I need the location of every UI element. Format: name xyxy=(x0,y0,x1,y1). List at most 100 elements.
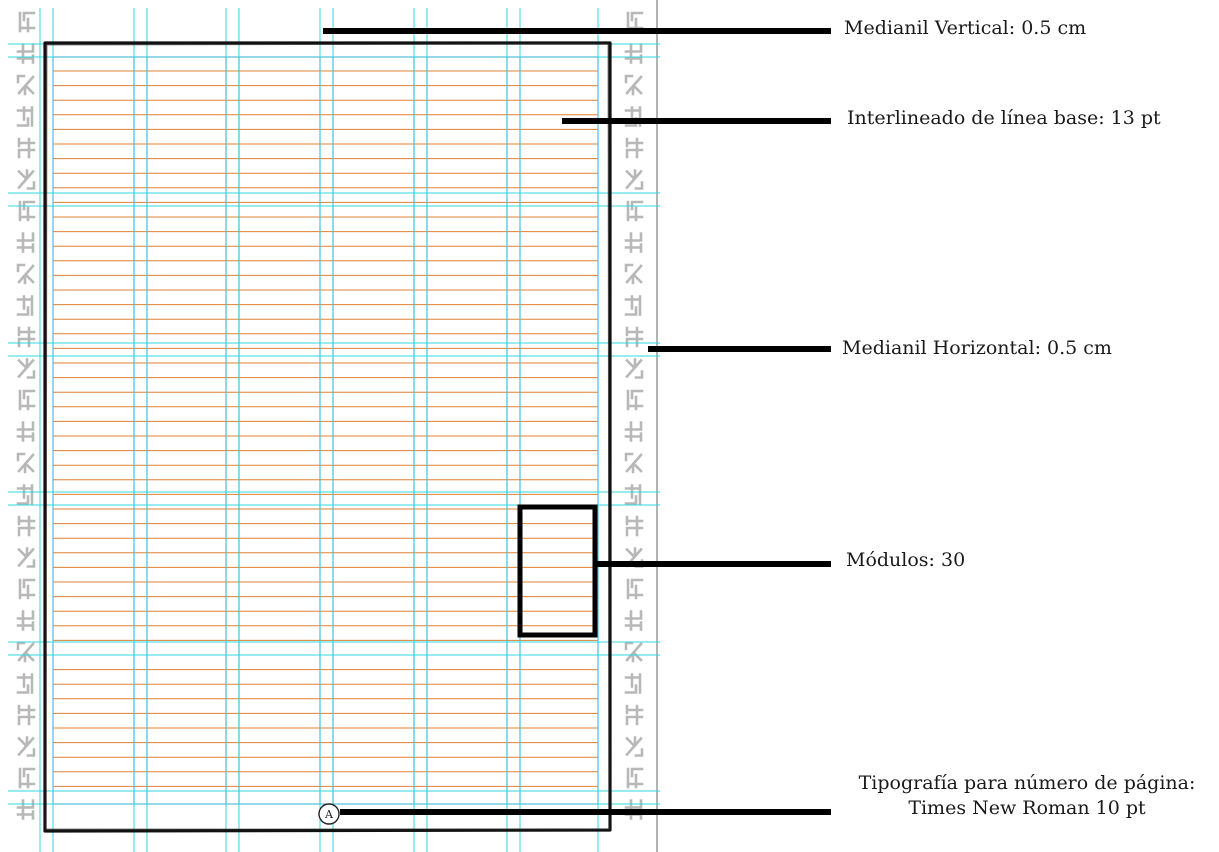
pattern-glyph-stroke xyxy=(16,673,34,694)
pattern-glyph xyxy=(16,106,34,127)
pattern-glyph-stroke xyxy=(624,232,643,253)
pattern-glyph xyxy=(17,736,36,757)
pattern-glyph xyxy=(16,43,35,64)
label-page-number-font: Tipografía para número de página: Times … xyxy=(841,771,1213,821)
pattern-glyph xyxy=(626,389,644,411)
pattern-glyph-stroke xyxy=(16,232,35,253)
pattern-glyph xyxy=(16,232,35,253)
pattern-glyph xyxy=(16,295,34,316)
pattern-glyph xyxy=(17,515,36,537)
pattern-glyph-stroke xyxy=(625,515,644,537)
pattern-glyph-stroke xyxy=(16,452,35,474)
label-page-number-font-line2: Times New Roman 10 pt xyxy=(908,797,1146,820)
pattern-glyph-stroke xyxy=(624,295,642,316)
pattern-glyph-stroke xyxy=(625,358,644,379)
pattern-glyph xyxy=(18,200,36,222)
pattern-glyph-stroke xyxy=(624,673,642,694)
pattern-glyph xyxy=(17,326,36,348)
pattern-glyph xyxy=(625,137,644,159)
pattern-glyph xyxy=(624,484,642,505)
pattern-glyph xyxy=(624,295,642,316)
label-vertical-gutter: Medianil Vertical: 0.5 cm xyxy=(844,17,1087,39)
pattern-glyph-stroke xyxy=(624,106,642,127)
pattern-glyph-stroke xyxy=(16,74,35,96)
pattern-glyph xyxy=(624,641,643,663)
pattern-glyph-stroke xyxy=(17,515,36,537)
pattern-glyph-stroke xyxy=(626,200,644,222)
pattern-glyph xyxy=(16,673,34,694)
horizontal-ruler-guides xyxy=(8,43,660,805)
module-highlight-box xyxy=(517,504,598,638)
pattern-glyph-stroke xyxy=(625,326,644,348)
pattern-glyph xyxy=(17,547,36,568)
pattern-glyph-stroke xyxy=(18,200,36,222)
pattern-glyph-stroke xyxy=(626,389,644,411)
page-border-sketch xyxy=(45,43,610,830)
pattern-glyph xyxy=(17,169,36,190)
column-guides xyxy=(133,57,521,804)
pattern-glyph-stroke xyxy=(624,641,643,663)
label-baseline-leading: Interlineado de línea base: 13 pt xyxy=(847,107,1161,129)
pattern-glyph-stroke xyxy=(16,610,35,631)
pattern-glyph xyxy=(625,547,644,568)
pattern-glyph-stroke xyxy=(18,767,36,789)
pattern-glyph xyxy=(624,74,643,96)
pattern-glyph-stroke xyxy=(16,106,34,127)
pattern-glyph-stroke xyxy=(17,547,36,568)
pattern-glyph-stroke xyxy=(16,263,35,285)
pattern-glyph xyxy=(17,358,36,379)
pattern-glyph xyxy=(625,515,644,537)
pattern-glyph-stroke xyxy=(16,421,35,442)
pattern-glyph xyxy=(625,358,644,379)
label-modules: Módulos: 30 xyxy=(846,549,966,571)
pattern-glyph xyxy=(626,767,644,789)
pattern-glyph xyxy=(624,263,643,285)
pattern-glyph-stroke xyxy=(16,484,34,505)
page-number-marker-letter: A xyxy=(324,808,334,821)
pattern-glyph-stroke xyxy=(625,169,644,190)
pattern-glyph xyxy=(624,232,643,253)
pattern-glyph-stroke xyxy=(17,169,36,190)
vertical-ruler-guides xyxy=(39,8,599,852)
pattern-glyph-stroke xyxy=(625,137,644,159)
pattern-glyph xyxy=(624,610,643,631)
pattern-glyph xyxy=(626,578,644,600)
pattern-glyph xyxy=(625,704,644,726)
label-page-number-font-line1: Tipografía para número de página: xyxy=(858,772,1196,794)
pattern-glyph-stroke xyxy=(624,263,643,285)
pattern-glyph xyxy=(16,610,35,631)
pattern-glyph-stroke xyxy=(624,484,642,505)
pattern-glyph xyxy=(16,641,35,663)
pattern-glyph xyxy=(18,389,36,411)
pattern-glyph xyxy=(16,484,34,505)
pattern-glyph xyxy=(18,767,36,789)
pattern-glyph xyxy=(624,673,642,694)
pattern-glyph xyxy=(16,74,35,96)
pattern-glyph xyxy=(624,43,643,64)
pattern-glyph-stroke xyxy=(17,736,36,757)
pattern-glyph-stroke xyxy=(16,641,35,663)
pattern-glyph-stroke xyxy=(625,736,644,757)
pattern-glyph xyxy=(624,106,642,127)
pattern-glyph xyxy=(17,137,36,159)
pattern-glyph xyxy=(624,421,643,442)
pattern-glyph-stroke xyxy=(624,421,643,442)
pattern-glyph xyxy=(17,704,36,726)
page-number-marker xyxy=(318,803,340,825)
margin-frame xyxy=(52,56,599,805)
pattern-glyph xyxy=(16,452,35,474)
pattern-glyph xyxy=(18,578,36,600)
pattern-glyph-stroke xyxy=(624,43,643,64)
pattern-glyph xyxy=(624,452,643,474)
pattern-glyph xyxy=(16,799,35,820)
pattern-glyph xyxy=(16,263,35,285)
pattern-glyph xyxy=(625,169,644,190)
pattern-glyph-stroke xyxy=(625,704,644,726)
pattern-glyph xyxy=(625,736,644,757)
page-border xyxy=(43,41,612,833)
pattern-glyph-stroke xyxy=(17,137,36,159)
pattern-glyph-stroke xyxy=(17,326,36,348)
pattern-glyph-stroke xyxy=(626,578,644,600)
pattern-glyph xyxy=(626,200,644,222)
